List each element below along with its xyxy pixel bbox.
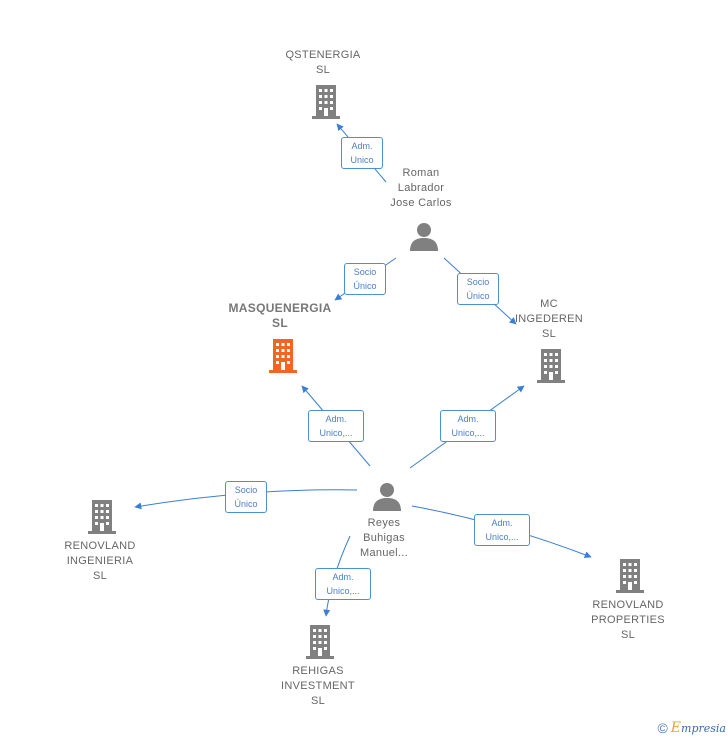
node-label-line: Manuel...	[360, 547, 408, 559]
node-label-line: Roman	[402, 167, 440, 179]
building-icon[interactable]	[534, 348, 568, 389]
node-label-line: Jose Carlos	[390, 197, 452, 209]
node-label-line: Buhigas	[363, 532, 405, 544]
edge-label-roman-qst[interactable]: Adm. Unico	[341, 137, 383, 169]
node-label-mc-ingederen[interactable]: MC INGEDEREN SL	[489, 297, 609, 342]
footer-brand[interactable]: © Empresia	[657, 720, 726, 736]
edge-label-line: Único	[353, 281, 377, 291]
node-label-renovland-properties[interactable]: RENOVLAND PROPERTIES SL	[568, 598, 688, 643]
node-label-line: Reyes	[367, 517, 401, 529]
person-icon[interactable]	[408, 220, 440, 257]
edge-label-reyes-reni[interactable]: Socio Único	[225, 481, 267, 513]
edge-label-line: Adm.	[332, 572, 354, 582]
brand-initial: E	[670, 720, 682, 736]
edge-label-line: Unico	[350, 155, 374, 165]
node-label-line: SL	[310, 695, 326, 707]
brand-rest: mpresia	[681, 722, 726, 735]
building-icon-main[interactable]	[266, 338, 300, 379]
edge-label-line: Único	[466, 291, 490, 301]
edge-label-line: Unico,...	[485, 532, 519, 542]
edge-label-line: Adm.	[351, 141, 373, 151]
node-label-line: SL	[541, 328, 557, 340]
node-label-line: MC	[540, 298, 558, 310]
copyright-icon: ©	[657, 720, 668, 736]
edge-label-reyes-renp[interactable]: Adm. Unico,...	[474, 514, 530, 546]
edge-label-line: Socio	[234, 485, 258, 495]
node-label-line: RENOVLAND	[64, 540, 136, 552]
edge-label-reyes-masq[interactable]: Adm. Unico,...	[308, 410, 364, 442]
edge-label-line: Adm.	[457, 414, 479, 424]
node-label-line: REHIGAS	[292, 665, 344, 677]
edge-label-roman-masq[interactable]: Socio Único	[344, 263, 386, 295]
node-label-line: QSTENERGIA	[285, 49, 361, 61]
building-icon[interactable]	[309, 84, 343, 125]
edge-label-reyes-mc[interactable]: Adm. Unico,...	[440, 410, 496, 442]
node-label-reyes[interactable]: Reyes Buhigas Manuel...	[324, 516, 444, 561]
edge-label-line: Unico,...	[451, 428, 485, 438]
edge-label-reyes-reh[interactable]: Adm. Unico,...	[315, 568, 371, 600]
node-label-qstenergia[interactable]: QSTENERGIA SL	[263, 48, 383, 78]
building-icon[interactable]	[303, 624, 337, 665]
edge-label-line: Unico,...	[319, 428, 353, 438]
node-label-line: INGEDEREN	[514, 313, 584, 325]
edge-label-line: Adm.	[325, 414, 347, 424]
node-label-line: MASQUENERGIA	[228, 301, 332, 315]
edge-label-roman-mc[interactable]: Socio Único	[457, 273, 499, 305]
node-label-line: SL	[272, 316, 288, 330]
node-label-line: RENOVLAND	[592, 599, 664, 611]
node-label-line: SL	[620, 629, 636, 641]
node-label-line: PROPERTIES	[591, 614, 665, 626]
brand-logo: Empresia	[671, 720, 726, 736]
edge-label-line: Unico,...	[326, 586, 360, 596]
edge-label-line: Adm.	[491, 518, 513, 528]
person-icon[interactable]	[371, 480, 403, 517]
building-icon[interactable]	[613, 558, 647, 599]
node-label-rehigas[interactable]: REHIGAS INVESTMENT SL	[258, 664, 378, 709]
edge-label-line: Socio	[466, 277, 490, 287]
edge-label-line: Socio	[353, 267, 377, 277]
node-label-roman[interactable]: Roman Labrador Jose Carlos	[361, 166, 481, 211]
node-label-line: INVESTMENT	[281, 680, 355, 692]
building-icon[interactable]	[85, 499, 119, 540]
node-label-line: SL	[315, 64, 331, 76]
edge-label-line: Único	[234, 499, 258, 509]
node-label-line: SL	[92, 570, 108, 582]
node-label-line: Labrador	[397, 182, 445, 194]
node-label-renovland-ingenieria[interactable]: RENOVLAND INGENIERIA SL	[40, 539, 160, 584]
node-label-line: INGENIERIA	[66, 555, 134, 567]
node-label-masquenergia[interactable]: MASQUENERGIA SL	[220, 301, 340, 331]
